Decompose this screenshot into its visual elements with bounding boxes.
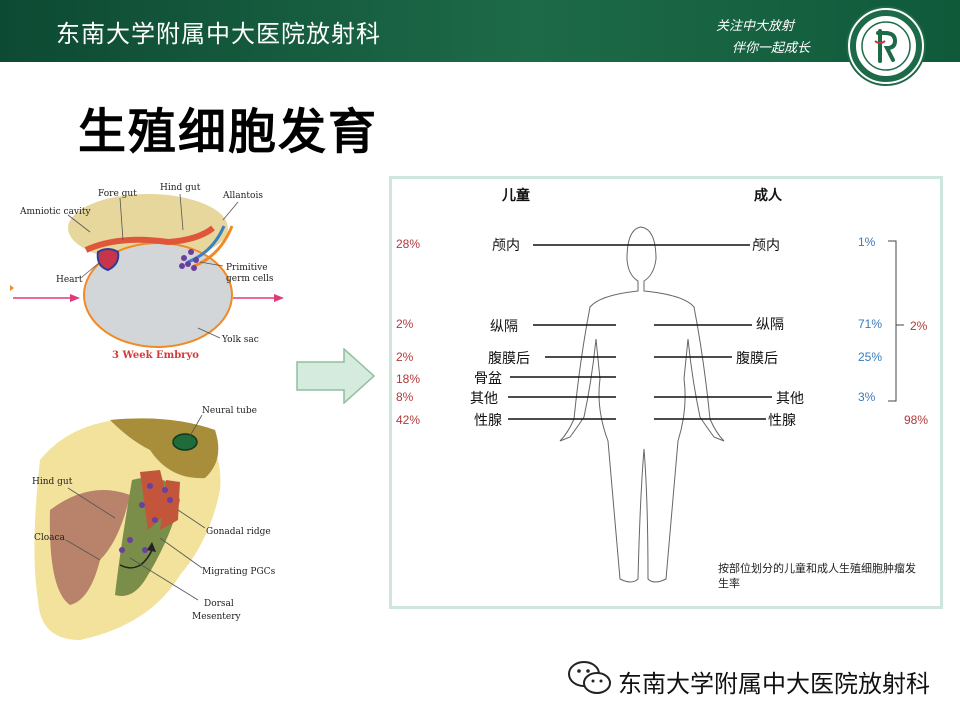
header-title: 东南大学附属中大医院放射科	[56, 20, 381, 48]
label-fore-gut: Fore gut	[98, 189, 137, 199]
incidence-panel: 儿童 成人 颅内 纵隔 腹膜后 骨盆 其他 性腺 颅内 纵隔 腹膜后 其他 性腺…	[389, 176, 943, 609]
adult-pct-intracranial: 1%	[858, 235, 876, 249]
pgc-migration-diagram: Neural tube Hind gut Cloaca Gonadal ridg…	[32, 406, 276, 640]
label-hind-gut: Hind gut	[160, 183, 201, 193]
body-outline-diagram	[508, 226, 904, 583]
label-migrating-pgcs: Migrating PGCs	[202, 567, 276, 577]
label-amniotic-cavity: Amniotic cavity	[19, 207, 92, 217]
child-label-intracranial: 颅内	[492, 238, 520, 254]
header-slogan-line2: 伴你一起成长	[732, 41, 811, 56]
label-3-week-embryo: 3 Week Embryo	[112, 350, 199, 361]
label-yolk-sac: Yolk sac	[221, 335, 259, 345]
child-pct-gonad: 42%	[396, 413, 421, 427]
wechat-icon	[568, 661, 611, 694]
adult-label-gonad: 性腺	[768, 413, 796, 429]
header-child: 儿童	[502, 188, 530, 204]
hind-gut-shape	[49, 490, 131, 605]
germ-cells-dots	[179, 249, 199, 271]
label-cloaca: Cloaca	[34, 533, 66, 543]
child-label-pelvis: 骨盆	[474, 371, 502, 387]
label-dorsal: Dorsal	[204, 599, 234, 609]
child-pct-retroperitoneum: 2%	[396, 350, 414, 364]
three-week-embryo-diagram: Amniotic cavity Fore gut Hind gut Allant…	[10, 183, 284, 361]
gut-tube-shape	[84, 225, 215, 253]
adult-pct-mediastinum: 71%	[858, 317, 883, 331]
child-pct-pelvis: 18%	[396, 372, 421, 386]
slide-title: 生殖细胞发育	[78, 104, 379, 160]
child-label-gonad: 性腺	[474, 413, 502, 429]
heart-shape	[96, 248, 120, 272]
right-arrow-icon	[296, 348, 376, 404]
label-hind-gut-2: Hind gut	[32, 477, 73, 487]
adult-pct-other: 3%	[858, 390, 876, 404]
label-mesentery: Mesentery	[192, 612, 242, 622]
label-gonadal-ridge: Gonadal ridge	[206, 527, 271, 537]
header-banner: 东南大学附属中大医院放射科 关注中大放射 伴你一起成长	[0, 0, 960, 62]
label-primitive: Primitive	[226, 263, 268, 273]
neural-tube-shape	[172, 433, 198, 451]
adult-pct-retroperitoneum: 25%	[858, 350, 883, 364]
adult-pct-gonad: 98%	[904, 413, 929, 427]
migrating-pgc-dots	[119, 483, 173, 553]
label-heart: Heart	[56, 275, 83, 285]
adult-label-retroperitoneum: 腹膜后	[736, 351, 778, 367]
adult-extragonadal-bracket	[888, 240, 897, 402]
child-pct-mediastinum: 2%	[396, 317, 414, 331]
label-germ-cells: germ cells	[226, 274, 274, 284]
header-slogan-line1: 关注中大放射	[716, 19, 795, 34]
adult-pct-extragonadal-total: 2%	[910, 319, 928, 333]
child-pct-intracranial: 28%	[396, 237, 421, 251]
child-label-retroperitoneum: 腹膜后	[488, 351, 530, 367]
adult-label-other: 其他	[776, 391, 804, 407]
child-pct-other: 8%	[396, 390, 414, 404]
allantois-shape	[187, 225, 226, 264]
adult-label-intracranial: 颅内	[752, 238, 780, 254]
watermark-text: 东南大学附属中大医院放射科	[618, 670, 930, 698]
panel-caption: 按部位划分的儿童和成人生殖细胞肿瘤发生率	[718, 562, 916, 590]
adult-label-mediastinum: 纵隔	[756, 317, 784, 333]
header-adult: 成人	[754, 188, 782, 204]
label-allantois: Allantois	[222, 191, 263, 201]
child-label-other: 其他	[470, 391, 498, 407]
label-neural-tube: Neural tube	[202, 406, 257, 416]
child-label-mediastinum: 纵隔	[490, 319, 518, 335]
hospital-logo	[846, 6, 926, 86]
